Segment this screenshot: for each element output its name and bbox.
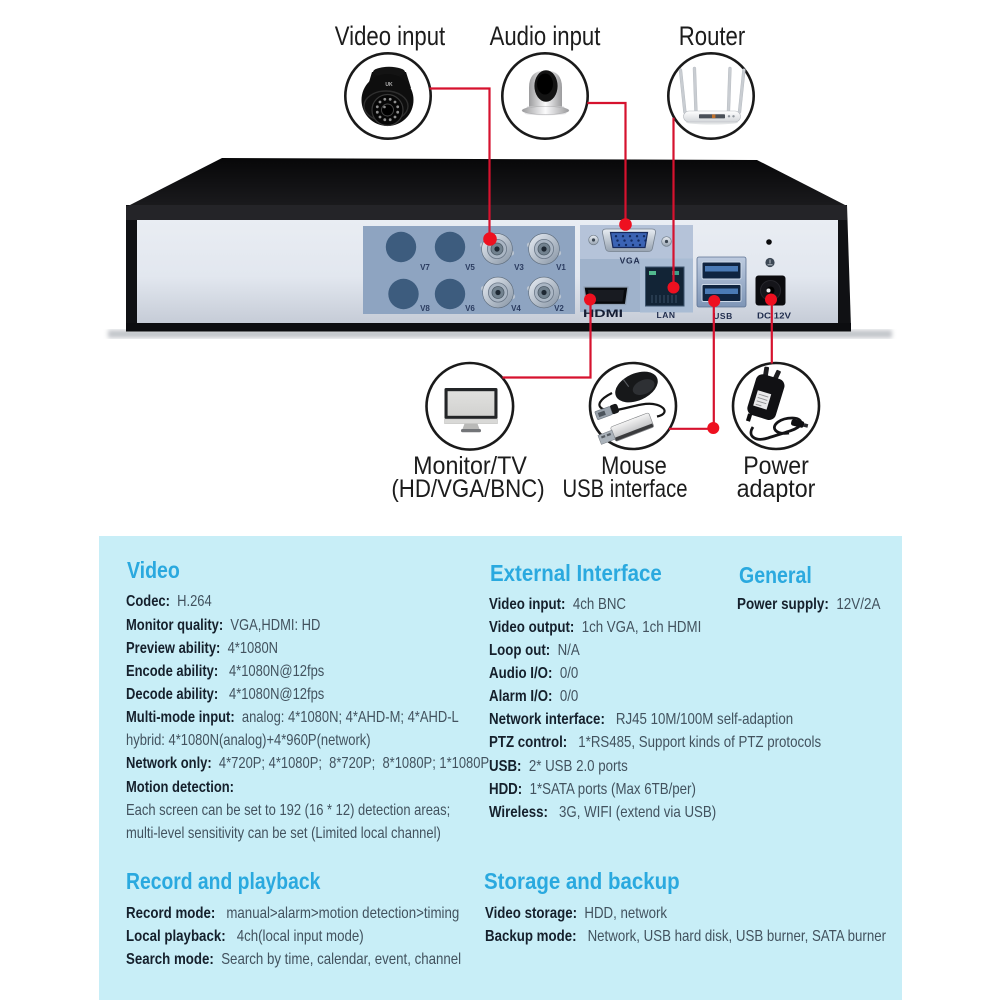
svg-text:USB: USB <box>713 311 732 321</box>
svg-text:VGA: VGA <box>620 256 641 266</box>
svg-text:V1: V1 <box>556 263 566 272</box>
svg-text:V5: V5 <box>465 263 475 272</box>
svg-text:V7: V7 <box>420 263 430 272</box>
svg-text:V2: V2 <box>554 304 564 313</box>
svg-text:V4: V4 <box>511 304 521 313</box>
svg-text:V6: V6 <box>465 304 475 313</box>
svg-text:LAN: LAN <box>657 310 676 320</box>
svg-text:V3: V3 <box>514 263 524 272</box>
svg-text:HDMI: HDMI <box>583 308 623 320</box>
svg-text:V8: V8 <box>420 304 430 313</box>
svg-text:DC 12V: DC 12V <box>757 311 791 321</box>
svg-text:UK: UK <box>385 82 393 88</box>
